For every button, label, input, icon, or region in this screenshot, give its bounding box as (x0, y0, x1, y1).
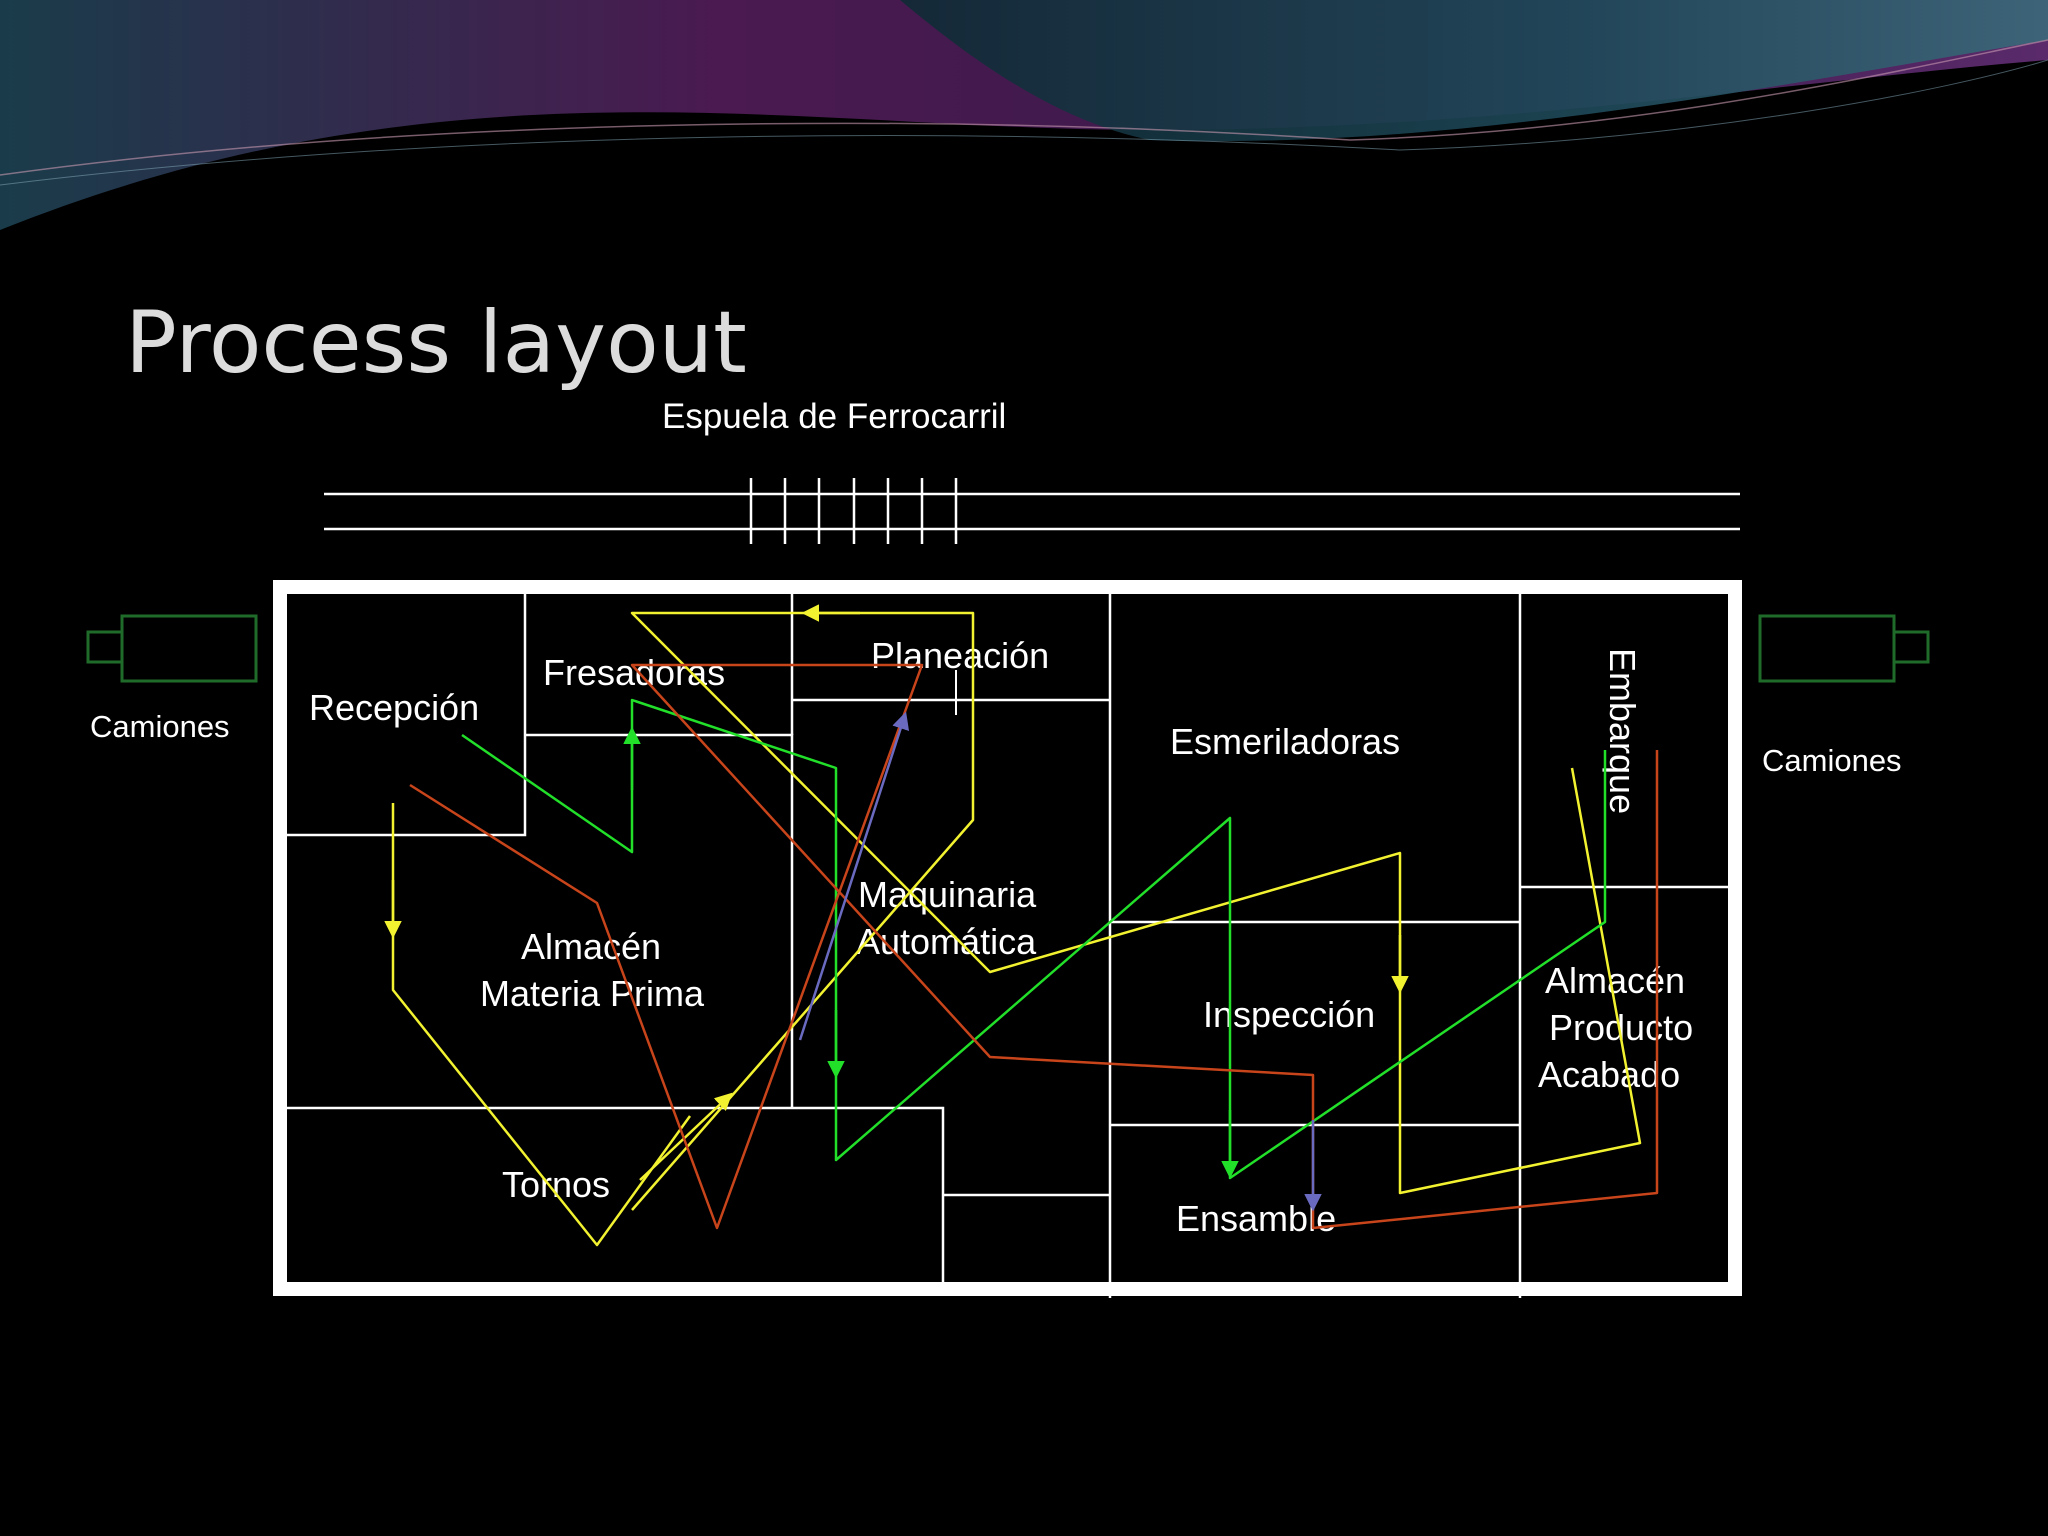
flow-path-green (461, 698, 1607, 1180)
flow-path-blue-1 (798, 711, 910, 1041)
flow-path-yellow-2 (630, 611, 1642, 1211)
dept-label-esmeriladoras: Esmeriladoras (1170, 721, 1400, 762)
material-flow-paths (384, 604, 1659, 1247)
dept-label-embarque: Embarque (1602, 648, 1643, 814)
dept-label-almacen-mp-2: Materia Prima (480, 973, 705, 1014)
rail-spur-label: Espuela de Ferrocarril (662, 397, 1006, 436)
dept-label-almacen-pa-3: Acabado (1538, 1054, 1680, 1095)
department-partitions (275, 580, 1728, 1298)
truck-label-right: Camiones (1762, 743, 1902, 778)
dept-label-recepcion: Recepción (309, 687, 479, 728)
rail-spur-track (324, 478, 1740, 544)
dept-label-fresadoras: Fresadoras (543, 652, 725, 693)
truck-icon-right (1758, 614, 1930, 683)
dept-label-almacen-pa-1: Almacén (1545, 960, 1685, 1001)
dept-label-tornos: Tornos (502, 1164, 610, 1205)
plant-outer-wall (273, 580, 1742, 1296)
dept-label-maquinaria-1: Maquinaria (858, 874, 1037, 915)
header-swoosh-decoration (0, 0, 2048, 230)
dept-label-inspeccion: Inspección (1203, 994, 1375, 1035)
department-labels: Recepción Fresadoras Planeación Esmerila… (309, 635, 1693, 1239)
truck-icon-left (86, 614, 258, 683)
flow-path-red (409, 663, 1659, 1230)
dept-label-planeacion: Planeación (871, 635, 1049, 676)
truck-label-left: Camiones (90, 709, 230, 744)
dept-label-almacen-mp-1: Almacén (521, 926, 661, 967)
flow-arrow-yellow-2 (639, 1092, 733, 1181)
slide-title: Process layout (125, 293, 747, 393)
